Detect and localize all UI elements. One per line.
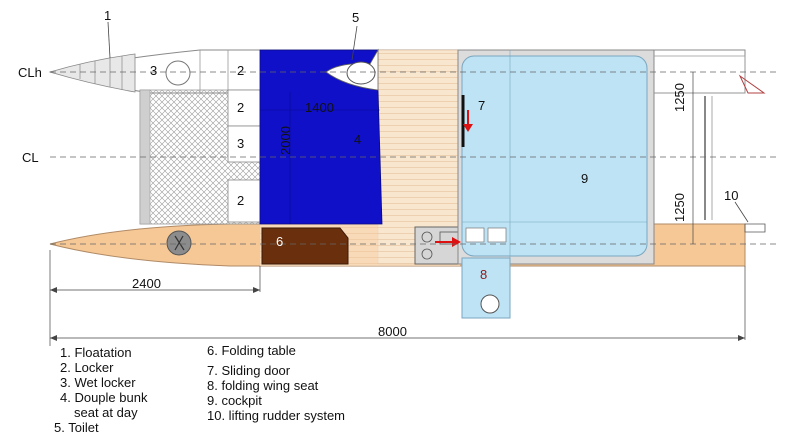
legend-item: 6. Folding table (207, 343, 296, 358)
callout-3-top: 3 (150, 63, 157, 78)
axis-clh: CLh (18, 65, 42, 80)
compass-needle (174, 235, 185, 251)
callout-3-mid: 3 (237, 136, 244, 151)
toilet-bowl (346, 61, 376, 85)
callout-7: 7 (478, 98, 485, 113)
dim-half-beam-bottom: 1250 (672, 193, 687, 222)
legend-item: 2. Locker (60, 360, 114, 375)
folding-table (261, 227, 349, 265)
legend-item: 3. Wet locker (60, 375, 136, 390)
legend-right: 6. Folding table 7. Sliding door 8. fold… (207, 343, 345, 423)
callout-2-top: 2 (237, 63, 244, 78)
dim-bow-offset: 2400 (132, 276, 161, 291)
callout-5: 5 (352, 10, 359, 25)
callout-6: 6 (276, 234, 283, 249)
dim-bunk-length: 2000 (278, 126, 293, 155)
callout-9: 9 (581, 171, 588, 186)
callout-10: 10 (724, 188, 738, 203)
floatation-compartment (48, 53, 136, 93)
rudder-top (738, 74, 766, 94)
stern-top (654, 55, 746, 94)
legend-item: 5. Toilet (54, 420, 99, 435)
callout-2-mid: 2 (237, 100, 244, 115)
cockpit (461, 55, 648, 257)
dim-overall-length: 8000 (378, 324, 407, 339)
locker-column (227, 89, 261, 223)
callout-1: 1 (104, 8, 111, 23)
legend-item: 10. lifting rudder system (207, 408, 346, 423)
callout-8: 8 (480, 267, 487, 282)
rudder-bottom (744, 223, 766, 233)
axis-cl: CL (22, 150, 39, 165)
floatation-bulkheads (79, 56, 123, 90)
hatch-circle (165, 60, 191, 86)
legend-item: 8. folding wing seat (207, 378, 319, 393)
centerlines (50, 71, 780, 245)
wing-seat-circle (480, 294, 500, 314)
callout-4: 4 (354, 132, 361, 147)
legend-item: 4. Douple bunk (60, 390, 148, 405)
legend-item: 9. cockpit (207, 393, 262, 408)
legend-item: seat at day (74, 405, 138, 420)
callout-2-bottom: 2 (237, 193, 244, 208)
galley-stove (414, 226, 463, 265)
legend-left: 1. Floatation 2. Locker 3. Wet locker 4.… (54, 345, 148, 435)
legend-item: 7. Sliding door (207, 363, 291, 378)
dim-half-beam-top: 1250 (672, 83, 687, 112)
cockpit-gear (465, 227, 507, 243)
dim-bunk-width: 1400 (305, 100, 334, 115)
legend-item: 1. Floatation (60, 345, 132, 360)
